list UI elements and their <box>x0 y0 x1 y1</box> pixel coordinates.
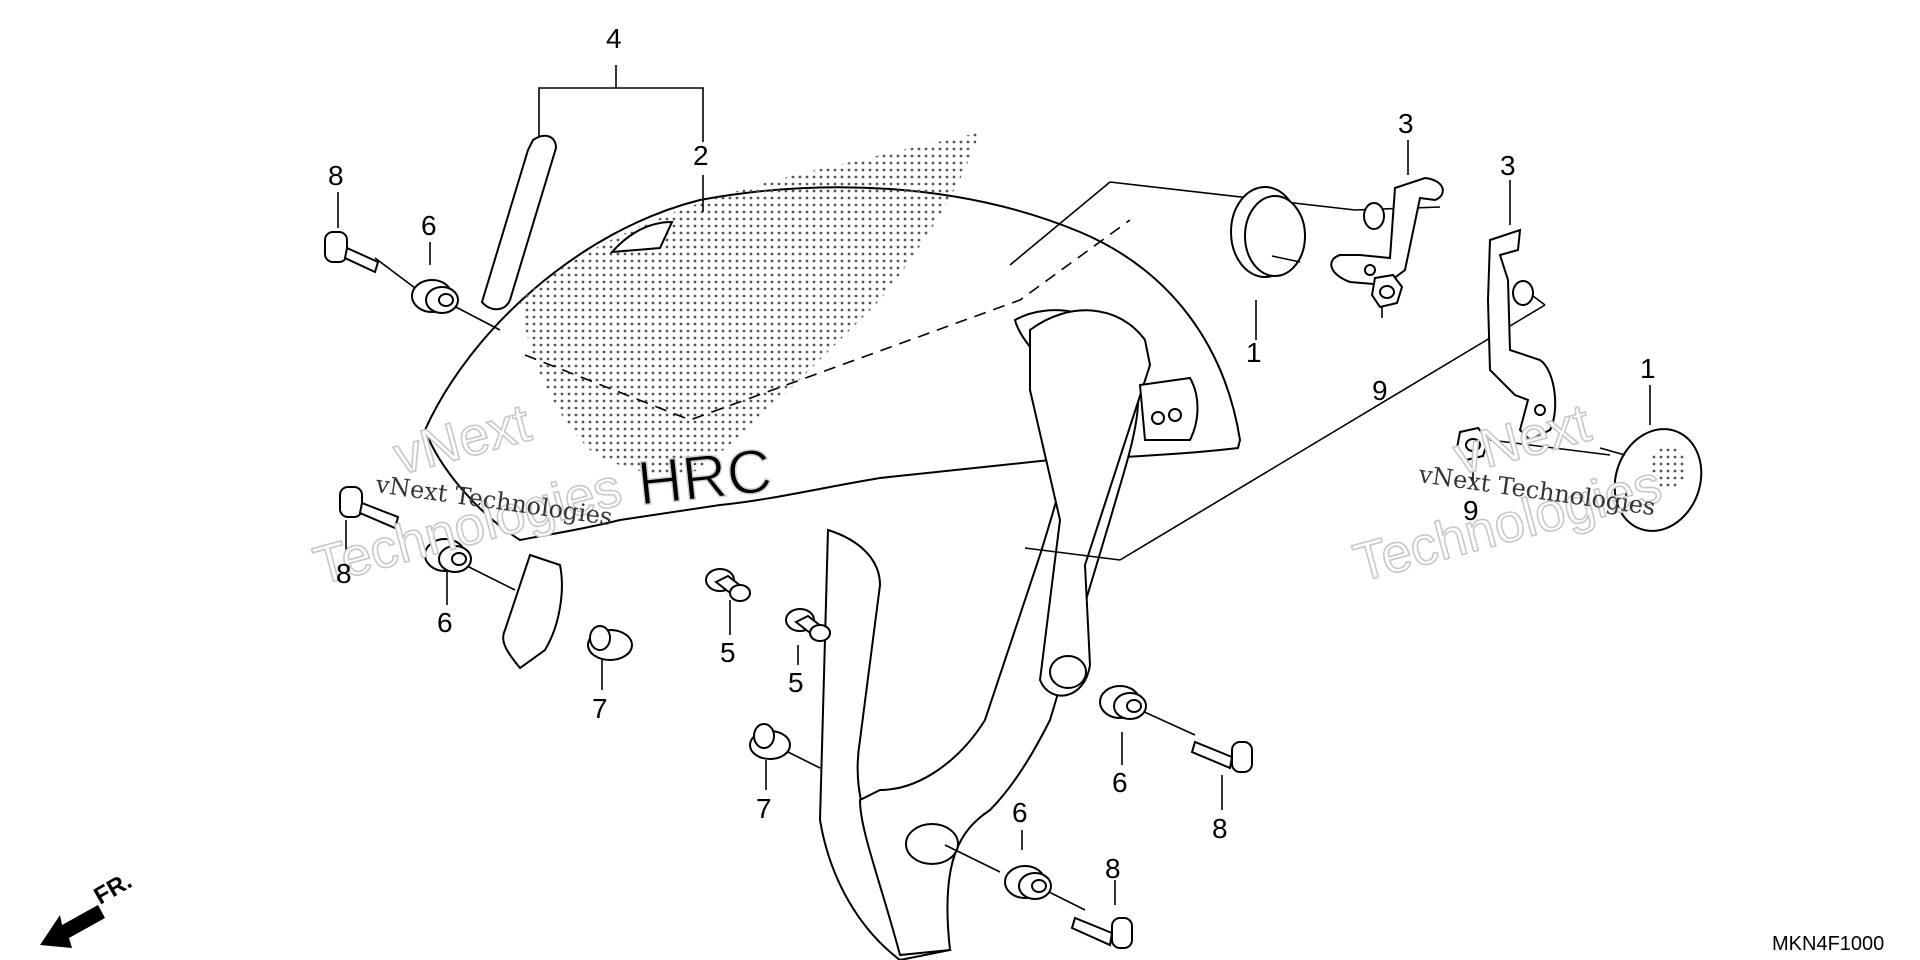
part-1-reflector-b[interactable] <box>1599 417 1715 543</box>
part-6-grommet-left[interactable] <box>424 538 472 573</box>
part-8-bolt-bottom[interactable] <box>1070 916 1133 949</box>
fender-dashed-edge <box>524 219 1131 421</box>
callout-8: 8 <box>1212 813 1228 844</box>
fender-side-stay[interactable] <box>502 553 563 670</box>
callout-numbers: 4 2 8 6 8 6 7 5 5 7 6 8 6 8 3 1 9 3 1 9 <box>328 23 1656 884</box>
direction-arrow-icon <box>40 905 105 948</box>
callout-3: 3 <box>1398 108 1414 139</box>
part-8-bolt-top-left[interactable] <box>324 231 380 274</box>
hrc-lettering: HRC <box>634 436 775 519</box>
callout-5: 5 <box>720 637 736 668</box>
callout-7: 7 <box>592 693 608 724</box>
guard-mount-hole <box>905 823 959 865</box>
front-fender[interactable]: HRC <box>423 132 1242 542</box>
fender-top-clip <box>609 220 674 254</box>
callout-1: 1 <box>1640 353 1656 384</box>
callout-8: 8 <box>1105 853 1121 884</box>
part-1-reflector-a[interactable] <box>1230 186 1306 278</box>
part-6-grommet-right[interactable] <box>1099 685 1147 720</box>
watermark-right: vNext Technologies vNext Technologies <box>1347 392 1669 594</box>
wing-emblem-pattern <box>520 132 980 474</box>
callout-9: 9 <box>1372 375 1388 406</box>
fork-bracket[interactable] <box>1029 309 1199 697</box>
callout-6: 6 <box>437 607 453 638</box>
part-4-strip[interactable] <box>480 134 558 311</box>
part-9-nut-a[interactable] <box>1370 273 1404 309</box>
callout-3: 3 <box>1500 150 1516 181</box>
callout-9: 9 <box>1463 495 1479 526</box>
callout-6: 6 <box>421 210 437 241</box>
callout-2: 2 <box>693 140 709 171</box>
part-8-bolt-right[interactable] <box>1190 740 1253 773</box>
callout-8: 8 <box>328 160 344 191</box>
direction-label: FR. <box>90 867 137 910</box>
part-9-nut-b[interactable] <box>1455 426 1490 462</box>
part-5-collar-a[interactable] <box>705 568 751 602</box>
callout-1: 1 <box>1246 337 1262 368</box>
callout-8: 8 <box>336 558 352 589</box>
part-7-clip-left[interactable] <box>587 625 633 661</box>
front-direction-indicator: FR. <box>40 867 136 948</box>
part-6-grommet-bottom[interactable] <box>1004 865 1052 900</box>
part-6-grommet-top-left[interactable] <box>411 279 459 314</box>
callout-6: 6 <box>1112 767 1128 798</box>
part-3-bracket-a[interactable] <box>1330 176 1444 287</box>
callout-4: 4 <box>606 23 622 54</box>
part-7-clip-lower[interactable] <box>749 723 791 760</box>
part-5-collar-b[interactable] <box>785 608 831 642</box>
part-8-bolt-left[interactable] <box>339 486 400 530</box>
callout-6: 6 <box>1012 797 1028 828</box>
callout-7: 7 <box>756 793 772 824</box>
diagram-code: MKN4F1000 <box>1772 933 1884 955</box>
callout-5: 5 <box>788 667 804 698</box>
part-3-bracket-b[interactable] <box>1486 228 1557 442</box>
